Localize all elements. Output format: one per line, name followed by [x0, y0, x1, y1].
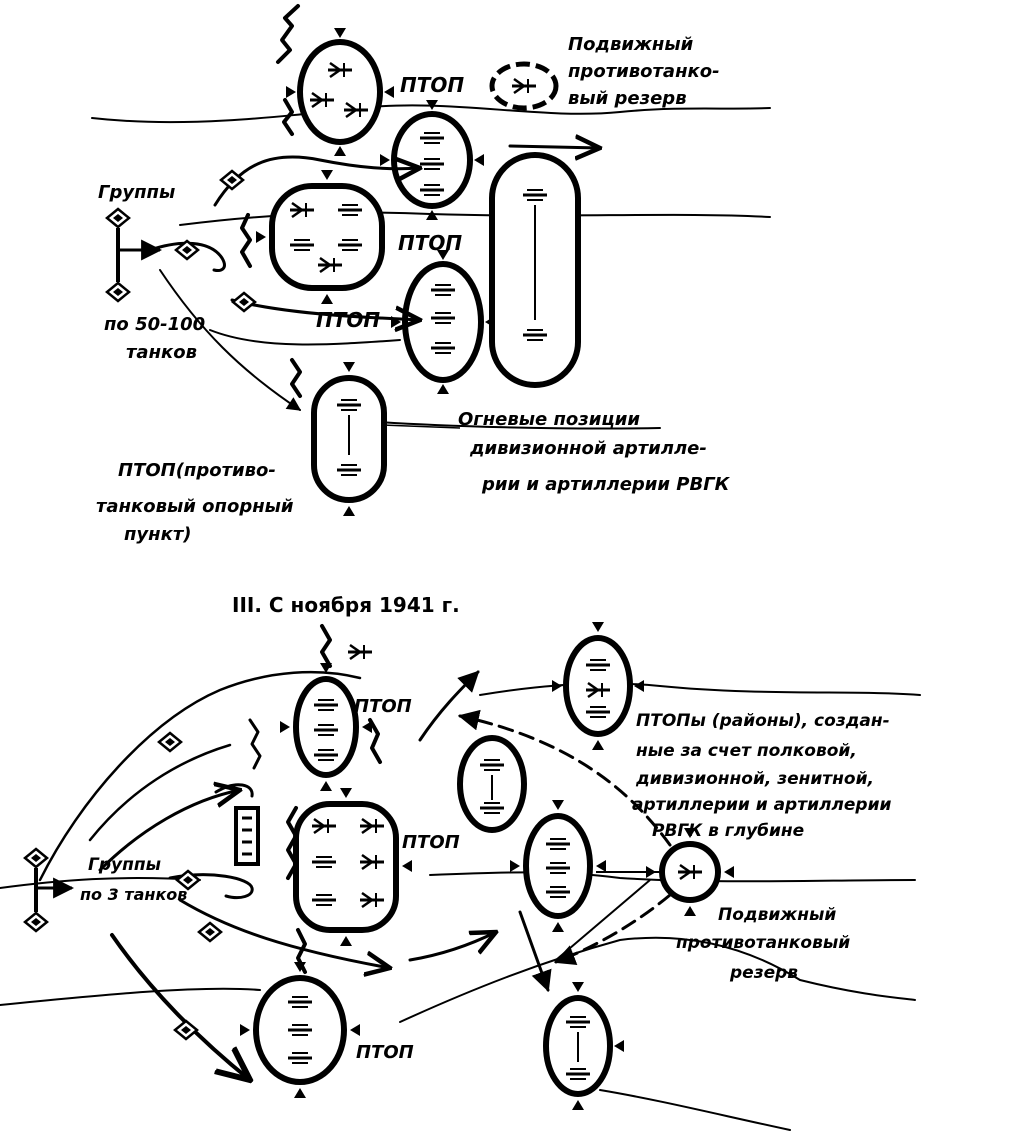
bottom-minefield	[234, 806, 260, 866]
bottom-front-line-5	[399, 936, 916, 1023]
bottom-title: III. С ноября 1941 г.	[232, 593, 460, 617]
bottom-feathered-2	[518, 910, 552, 992]
top-strongpoint-1	[286, 28, 394, 156]
top-obstacle-3	[240, 213, 252, 268]
bottom-hook-arrow-2	[214, 783, 254, 798]
bottom-attack-2	[178, 898, 390, 968]
top-label-firing-line2: дивизионной артилле-	[469, 438, 707, 459]
bottom-arc-outer	[38, 670, 362, 882]
top-label-groups: Группы	[98, 182, 175, 203]
bottom-front-line-3	[429, 871, 916, 883]
top-label-firing-line1: Огневые позиции	[458, 409, 640, 430]
top-strongpoint-2	[380, 100, 484, 220]
top-label-reserve-line3: вый резерв	[568, 88, 687, 109]
top-mobile-reserve	[489, 61, 559, 111]
top-arrow-3	[159, 269, 302, 411]
top-label-ptop-3: ПТОП	[316, 308, 380, 332]
top-label-ptop-1: ПТОП	[400, 73, 464, 97]
bottom-attack-1	[98, 790, 240, 872]
top-front-line-3	[209, 329, 401, 346]
top-label-reserve-line2: противотанко-	[568, 61, 720, 82]
top-label-tanks-line1: по 50-100	[104, 314, 205, 335]
top-obstacle-4	[290, 358, 302, 398]
top-hook-arrow	[148, 241, 226, 272]
bottom-strongpoint-4	[552, 622, 644, 750]
bottom-strongpoint-2	[293, 788, 412, 946]
bottom-label-areas-line5: РВГК в глубине	[652, 821, 804, 841]
bottom-label-areas-line4: артиллерии и артиллерии	[632, 795, 891, 815]
bottom-label-ptop-1: ПТОП	[354, 696, 412, 717]
bottom-label-ptop-2: ПТОП	[402, 832, 460, 853]
top-label-strongpoint-line3: пункт)	[124, 524, 191, 545]
top-arrow-reserve	[508, 146, 600, 148]
bottom-attack-3	[408, 932, 496, 962]
top-label-tanks: по 50-100 танков	[104, 314, 211, 363]
bottom-mobile-reserve	[646, 828, 734, 916]
top-strongpoint-4	[391, 250, 495, 394]
bottom-aa-symbol	[346, 643, 374, 661]
top-strongpoint-3	[256, 170, 385, 304]
bottom-dash-route-2	[554, 893, 672, 965]
bottom-front-line-1	[479, 682, 921, 696]
top-label-reserve: Подвижный противотанко- вый резерв	[568, 34, 726, 109]
top-label-firing: Огневые позиции дивизионной артилле- рии…	[458, 409, 731, 495]
top-label-tanks-line2: танков	[126, 342, 197, 363]
bottom-front-line-4	[0, 987, 261, 1006]
top-scheme: Подвижный противотанко- вый резерв ПТОП …	[91, 4, 771, 545]
top-obstacle-2	[282, 98, 294, 136]
top-leader-firing	[381, 424, 461, 429]
bottom-scheme: III. С ноября 1941 г.	[0, 593, 921, 1131]
bottom-obstacle-1	[320, 624, 332, 668]
bottom-label-tanks: по 3 танков	[80, 885, 187, 904]
top-strongpoint-5	[311, 362, 387, 516]
bottom-hook-arrow	[168, 873, 254, 900]
top-firing-positions	[489, 152, 581, 388]
bottom-attack-4	[110, 933, 250, 1080]
bottom-label-reserve-line1: Подвижный	[718, 905, 836, 925]
top-obstacle-1	[276, 4, 300, 64]
top-label-strongpoint-line2: танковый опорный	[96, 496, 294, 517]
top-label-ptop-strongpoint: ПТОП(противо- танковый опорный пункт)	[96, 460, 300, 545]
top-label-strongpoint-line1: ПТОП(противо-	[118, 460, 276, 481]
top-front-line-2	[179, 211, 771, 226]
bottom-label-ptop-3: ПТОП	[356, 1042, 414, 1063]
bottom-label-areas-line1: ПТОПы (районы), создан-	[636, 711, 890, 731]
bottom-label-areas-line2: ные за счет полковой,	[636, 741, 857, 761]
bottom-dash-route-1	[457, 709, 672, 847]
top-front-line-4	[379, 421, 661, 430]
bottom-label-areas: ПТОПы (районы), создан- ные за счет полк…	[632, 711, 897, 841]
bottom-label-reserve: Подвижный противотанковый резерв	[676, 905, 856, 983]
bottom-feathered-1	[418, 670, 480, 742]
bottom-label-groups: Группы	[88, 855, 161, 875]
bottom-groups-symbol	[23, 731, 223, 1041]
top-label-firing-line3: рии и артиллерии РВГК	[481, 474, 731, 495]
bottom-label-areas-line3: дивизионной, зенитной,	[635, 769, 874, 789]
top-groups-symbol	[105, 169, 257, 313]
top-label-reserve-line1: Подвижный	[568, 34, 694, 55]
bottom-strongpoint-6	[240, 962, 360, 1098]
bottom-obstacle-5	[248, 718, 262, 770]
bottom-obstacle-4	[368, 718, 382, 764]
bottom-front-line-6	[599, 1089, 791, 1131]
top-front-line-1	[91, 104, 771, 124]
bottom-arc-inner	[88, 743, 232, 842]
bottom-strongpoint-1	[280, 663, 372, 791]
bottom-strongpoint-5	[510, 800, 606, 932]
bottom-label-reserve-line2: противотанковый	[676, 933, 850, 953]
top-label-ptop-2: ПТОП	[398, 231, 462, 255]
bottom-label-reserve-line3: резерв	[729, 963, 798, 983]
bottom-strongpoint-7	[543, 982, 624, 1110]
bottom-strongpoint-3	[457, 735, 527, 833]
